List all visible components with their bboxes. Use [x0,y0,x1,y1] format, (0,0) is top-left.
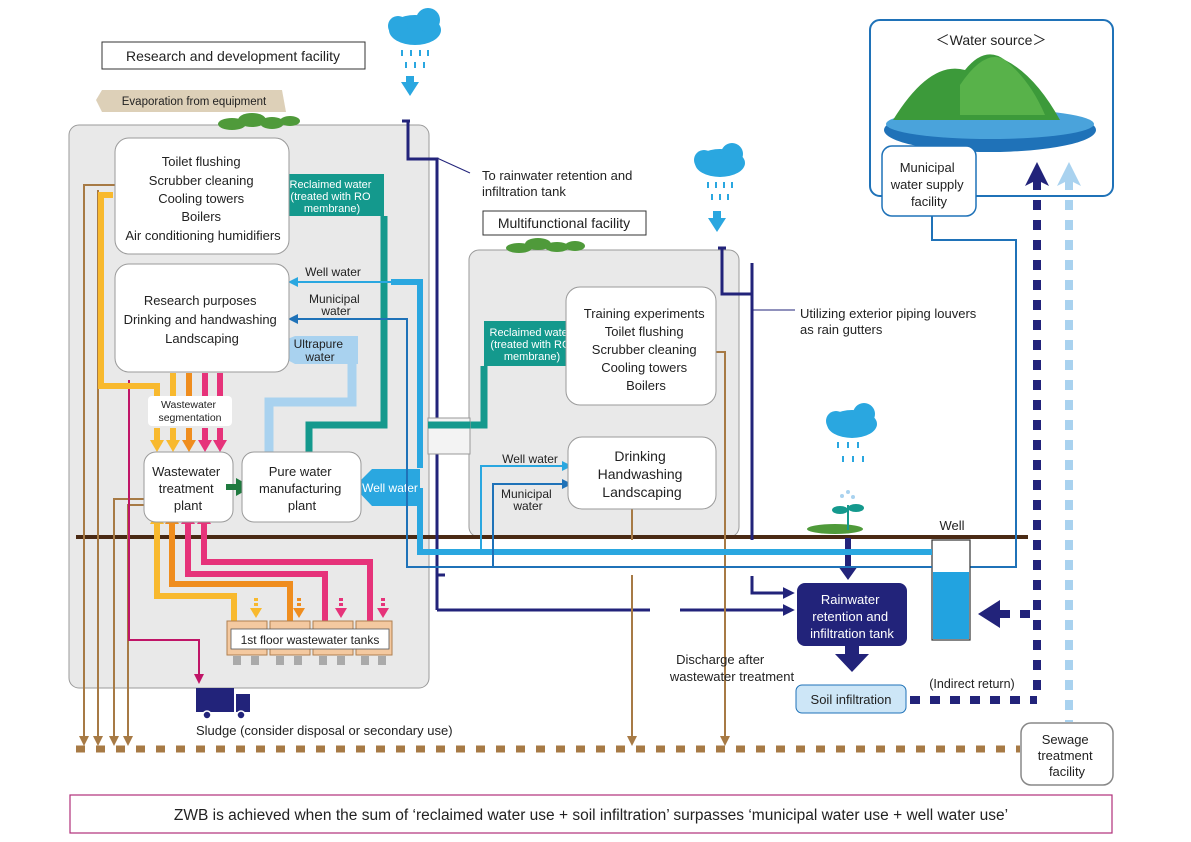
rd-top-uses-list: Toilet flushing Scrubber cleaning Coolin… [125,154,281,243]
rainwater-pipes [402,119,795,612]
well-water [933,572,969,639]
rd-top-uses-box [114,137,290,255]
ground-line [76,535,1028,539]
rain-tank-box [797,583,907,646]
discharge-label: Discharge after wastewater treatment [669,652,795,684]
rain-tank-callout [436,157,471,174]
ultrapure-label: Ultrapure water [294,337,347,364]
rain-cloud-icon [694,143,745,232]
tanks-label: 1st floor wastewater tanks [241,633,380,647]
mf-top-uses-list: Training experiments Toilet flushing Scr… [584,306,709,393]
mountain-lake-icon [884,54,1096,152]
municipal-supply-box [881,145,977,217]
wastewater-tanks: 1st floor wastewater tanks [226,598,393,665]
to-rain-tank-label: To rainwater retention and infiltration … [482,168,636,199]
reclaimed-mf-label: Reclaimed water (treated with RO membran… [490,327,575,363]
well-label: Well [939,518,964,533]
municipal-lines [288,314,932,568]
wastewater-bands [98,192,373,625]
soil-infiltration-box [795,684,907,714]
pure-water-label: Pure water manufacturing plant [259,464,345,513]
rd-mid-uses-box [114,263,290,373]
well-water-mf-line [480,461,572,552]
indirect-return-label: (Indirect return) [929,677,1014,691]
zwb-banner [69,794,1113,834]
rd-mid-uses-list: Research purposes Drinking and handwashi… [124,293,281,346]
sprout-icon [807,490,864,534]
indirect-return-arrowhead [1025,162,1049,186]
louvers-label: Utilizing exterior piping louvers as rai… [800,306,980,337]
rain-cloud-icon [826,403,877,462]
rd-title-box [101,41,366,70]
sewage-facility-label: Sewage treatment facility [1038,732,1097,779]
reclaimed-rd-label: Reclaimed water (treated with RO membran… [290,179,375,215]
tank-to-soil-arrow [835,654,869,672]
well-water-rd-label: Well water [305,265,361,279]
municipal-supply-label: Municipal water supply facility [890,160,968,209]
sewage-facility-box [1020,722,1114,786]
return-to-well-arrowhead [978,600,1000,628]
truck-icon [196,688,250,720]
tree-icon [218,113,300,130]
municipal-supply-line [931,216,1017,568]
rain-tank-label: Rainwater retention and infiltration tan… [810,592,894,641]
mf-bottom-uses-list: Drinking Handwashing Landscaping [598,448,687,500]
evaporation-banner [96,90,286,112]
rain-cloud-icon [388,8,441,96]
wwtp-label: Wastewater treatment plant [152,464,224,513]
ultrapure-line [264,363,357,458]
water-source-label: ＜Water source＞ [936,32,1047,48]
well-water-mf-label: Well water [502,452,558,466]
sludge-line [128,380,204,684]
municipal-mf-label: Municipal water [501,487,555,513]
sewage-return-arrowhead [1057,162,1081,186]
infiltration-arrow [838,566,858,580]
reclaimed-mf-arrow [484,321,590,366]
well-water-tag-label: Well water [362,481,418,495]
well-water-tag [354,469,420,506]
reclaimed-rd-arrow [264,174,384,216]
soil-infiltration-label: Soil infiltration [811,692,892,707]
mf-title-box [482,210,647,236]
evaporation-label: Evaporation from equipment [122,96,267,108]
tree-icon [506,238,585,253]
mf-bottom-uses-box [567,436,717,510]
segmentation-box [148,396,232,426]
municipal-rd-label: Municipal water [309,292,363,318]
pure-water-box [241,451,362,523]
segmentation-label: Wastewater segmentation [158,399,221,424]
zwb-statement: ZWB is achieved when the sum of ‘reclaim… [174,807,1008,824]
multi-facility-title: Multifunctional facility [498,215,630,231]
mf-top-uses-box [565,286,717,406]
sludge-label: Sludge (consider disposal or secondary u… [196,723,453,738]
rd-facility-title: Research and development facility [126,48,340,64]
